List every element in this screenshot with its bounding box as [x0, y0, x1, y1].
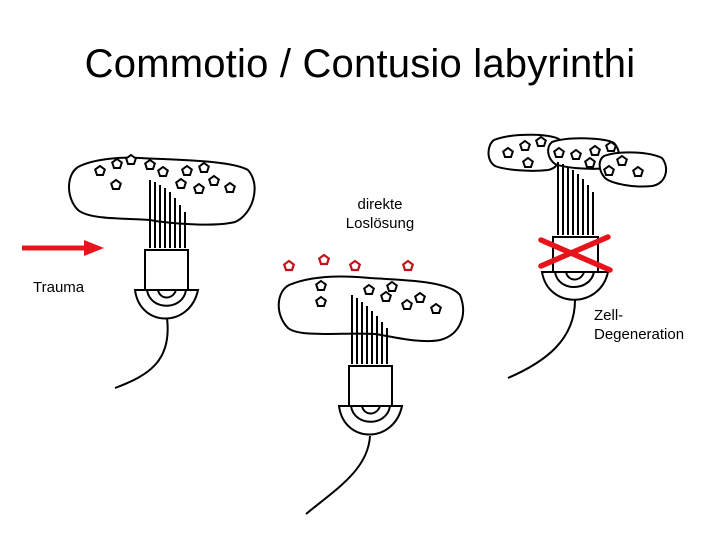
cell-degeneration-label-line1: Zell- [594, 307, 624, 324]
nerve-right [507, 299, 576, 379]
direct-detachment-label: direkte Loslösung [330, 195, 430, 233]
membrane-fragment-3 [598, 151, 668, 188]
degeneration-cross [538, 234, 613, 273]
stereocilia-left [149, 180, 186, 248]
cell-body-left [144, 249, 189, 291]
detached-otoconia [283, 253, 414, 272]
normal-hair-cell [68, 154, 256, 389]
cell-degeneration-label: Zell- Degeneration [594, 306, 684, 344]
cup-middle [337, 405, 404, 436]
cell-body-middle [348, 365, 393, 407]
degenerating-hair-cell [487, 133, 668, 379]
stereocilia-right [557, 162, 594, 235]
stereocilia-middle [351, 295, 388, 364]
cup-right [540, 271, 610, 301]
detachment-hair-cell [277, 275, 465, 515]
otolith-membrane-left [68, 156, 256, 226]
nerve-left [114, 317, 169, 389]
slide-title: Commotio / Contusio labyrinthi [84, 42, 636, 86]
trauma-arrow [22, 240, 104, 256]
trauma-label: Trauma [33, 279, 85, 296]
nerve-middle [305, 435, 371, 515]
direct-detachment-label-line1: direkte [357, 196, 403, 213]
otolith-membrane-middle [277, 275, 465, 343]
cup-left [133, 289, 200, 320]
cell-degeneration-label-line2: Degeneration [594, 326, 685, 343]
direct-detachment-label-line2: Loslösung [345, 215, 415, 232]
